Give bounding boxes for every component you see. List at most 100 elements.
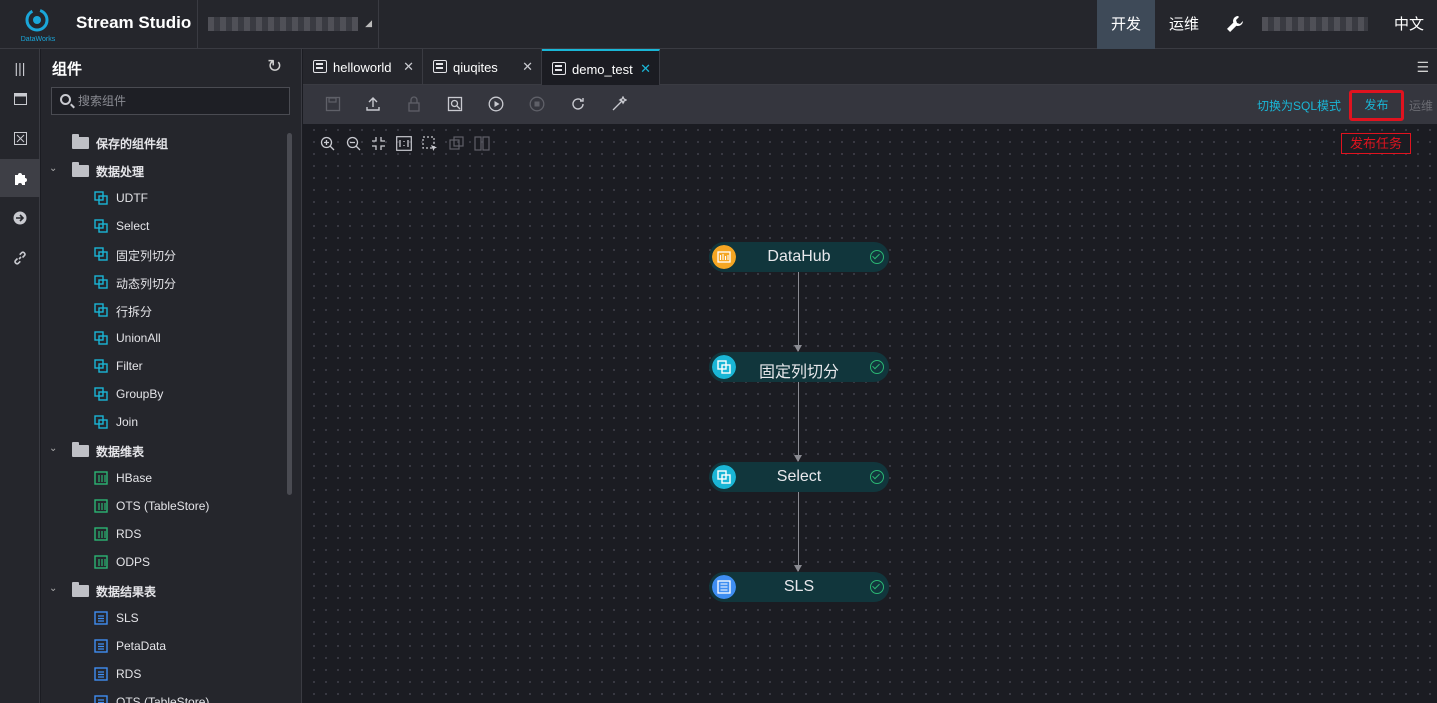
- box-select-icon[interactable]: [421, 136, 439, 154]
- run-icon[interactable]: [486, 94, 506, 114]
- wrench-icon[interactable]: [1218, 0, 1252, 49]
- tree-item[interactable]: 动态列切分: [41, 268, 286, 296]
- nav-dev[interactable]: 开发: [1097, 0, 1155, 49]
- group-icon[interactable]: [447, 136, 465, 154]
- tab-qiuqites[interactable]: qiuqites ✕: [423, 49, 542, 85]
- chevron-down-icon[interactable]: ⌄: [49, 163, 58, 174]
- menu-icon[interactable]: ☰: [1416, 59, 1429, 75]
- editor-tabs: helloworld ✕ qiuqites ✕ demo_test ✕ ☰: [303, 49, 1437, 85]
- file-icon: [433, 60, 447, 73]
- process-component-icon: [94, 415, 108, 429]
- search-input[interactable]: [78, 88, 283, 114]
- zoom-in-icon[interactable]: [318, 136, 336, 154]
- actual-size-icon[interactable]: [395, 136, 413, 154]
- format-icon[interactable]: [609, 94, 629, 114]
- node-fixed-split[interactable]: 固定列切分: [709, 352, 889, 382]
- folder-saved[interactable]: 保存的组件组: [41, 128, 286, 156]
- tree-item-label: UDTF: [116, 191, 148, 205]
- tab-label: helloworld: [333, 60, 392, 75]
- project-selector[interactable]: ◢: [197, 0, 379, 49]
- search-icon: [60, 94, 71, 105]
- fit-view-icon[interactable]: [369, 136, 387, 154]
- submit-icon[interactable]: [363, 94, 383, 114]
- zoom-out-icon[interactable]: [344, 136, 362, 154]
- publish-button[interactable]: 发布: [1349, 90, 1404, 121]
- link-icon[interactable]: [0, 239, 40, 277]
- stop-icon[interactable]: [527, 94, 547, 114]
- panel-scrollbar[interactable]: [287, 133, 292, 495]
- chevron-down-icon[interactable]: ⌄: [49, 443, 58, 454]
- tree-item-label: UnionAll: [116, 331, 161, 345]
- dimension-table-icon: [94, 499, 108, 513]
- close-icon[interactable]: ✕: [522, 59, 533, 74]
- tab-helloworld[interactable]: helloworld ✕: [303, 49, 423, 85]
- ops-link[interactable]: 运维: [1409, 99, 1434, 113]
- function-icon[interactable]: [0, 119, 40, 157]
- node-select[interactable]: Select: [709, 462, 889, 492]
- tree-item[interactable]: 行拆分: [41, 296, 286, 324]
- tree-item-label: PetaData: [116, 639, 167, 653]
- folder-dimension[interactable]: ⌄ 数据维表: [41, 436, 286, 464]
- tab-demo-test[interactable]: demo_test ✕: [542, 49, 660, 85]
- tree-item[interactable]: GroupBy: [41, 380, 286, 408]
- check-circle-icon: [870, 250, 884, 264]
- result-table-icon: [94, 639, 108, 653]
- tree-item[interactable]: RDS: [41, 660, 286, 688]
- tree-item[interactable]: SLS: [41, 604, 286, 632]
- tree-item[interactable]: RDS: [41, 520, 286, 548]
- tree-item[interactable]: HBase: [41, 464, 286, 492]
- node-datahub[interactable]: DataHub: [709, 242, 889, 272]
- tree-item[interactable]: Select: [41, 212, 286, 240]
- folder-icon: [72, 134, 89, 149]
- tree-item[interactable]: UDTF: [41, 184, 286, 212]
- folder-icon: [72, 162, 89, 177]
- tree-item-label: 行拆分: [116, 305, 153, 319]
- process-component-icon: [94, 331, 108, 345]
- close-icon[interactable]: ✕: [403, 59, 414, 74]
- columns-icon[interactable]: |||: [14, 60, 26, 76]
- process-component-icon: [94, 303, 108, 317]
- split-view-icon[interactable]: [473, 136, 491, 154]
- folder-icon: [72, 442, 89, 457]
- datahub-icon: [712, 245, 736, 269]
- folder-result[interactable]: ⌄ 数据结果表: [41, 576, 286, 604]
- tree-item-label: SLS: [116, 611, 139, 625]
- user-name-redacted[interactable]: [1262, 17, 1368, 31]
- sink-icon: [712, 575, 736, 599]
- close-icon[interactable]: ✕: [640, 61, 651, 76]
- switch-sql-mode-link[interactable]: 切换为SQL模式: [1257, 99, 1342, 113]
- dag-canvas[interactable]: 发布任务 DataHub 固定列切分 Select SLS: [308, 124, 1437, 703]
- reload-icon[interactable]: [568, 94, 588, 114]
- tree-item-label: Filter: [116, 359, 143, 373]
- process-component-icon: [94, 275, 108, 289]
- tab-label: demo_test: [572, 62, 633, 77]
- tree-item-label: GroupBy: [116, 387, 164, 401]
- arrow-right-circle-icon[interactable]: [0, 199, 40, 237]
- node-label: 固定列切分: [758, 364, 839, 381]
- edge-select-to-sls: [794, 492, 802, 572]
- tree-item[interactable]: 固定列切分: [41, 240, 286, 268]
- language-switch[interactable]: 中文: [1393, 16, 1424, 33]
- nav-ops[interactable]: 运维: [1168, 16, 1199, 33]
- calendar-icon[interactable]: [0, 79, 40, 117]
- node-label: DataHub: [767, 248, 831, 265]
- save-icon[interactable]: [323, 94, 343, 114]
- folder-processing[interactable]: ⌄ 数据处理: [41, 156, 286, 184]
- tree-item[interactable]: OTS (TableStore): [41, 492, 286, 520]
- tree-item[interactable]: UnionAll: [41, 324, 286, 352]
- tree-item[interactable]: ODPS: [41, 548, 286, 576]
- node-sls[interactable]: SLS: [709, 572, 889, 602]
- tree-item[interactable]: OTS (TableStore): [41, 688, 286, 703]
- chevron-down-icon[interactable]: ⌄: [49, 583, 58, 594]
- tree-item[interactable]: PetaData: [41, 632, 286, 660]
- component-search[interactable]: [51, 87, 290, 115]
- tree-item-label: ODPS: [116, 555, 151, 569]
- dataworks-logo[interactable]: DataWorks: [14, 6, 62, 46]
- tree-item[interactable]: Filter: [41, 352, 286, 380]
- process-component-icon: [94, 191, 108, 205]
- puzzle-icon[interactable]: [0, 159, 40, 197]
- preview-icon[interactable]: [445, 94, 465, 114]
- tree-item[interactable]: Join: [41, 408, 286, 436]
- lock-icon[interactable]: [404, 94, 424, 114]
- refresh-icon[interactable]: ↻: [267, 56, 283, 76]
